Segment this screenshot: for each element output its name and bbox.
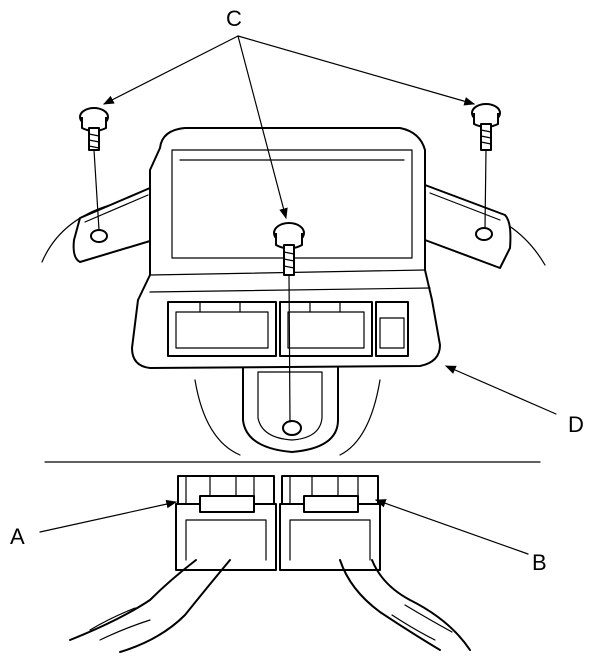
connector-b [279, 475, 471, 651]
left-bracket [72, 187, 161, 263]
callout-leaders [39, 35, 557, 555]
connector-a [69, 475, 277, 653]
right-bracket [424, 184, 512, 269]
label-d: D [568, 412, 584, 437]
label-a: A [10, 524, 25, 549]
bolt-left [79, 107, 109, 231]
label-b: B [532, 550, 547, 575]
label-c: C [226, 6, 242, 31]
bolt-center [273, 222, 305, 423]
bolt-right [471, 103, 501, 229]
